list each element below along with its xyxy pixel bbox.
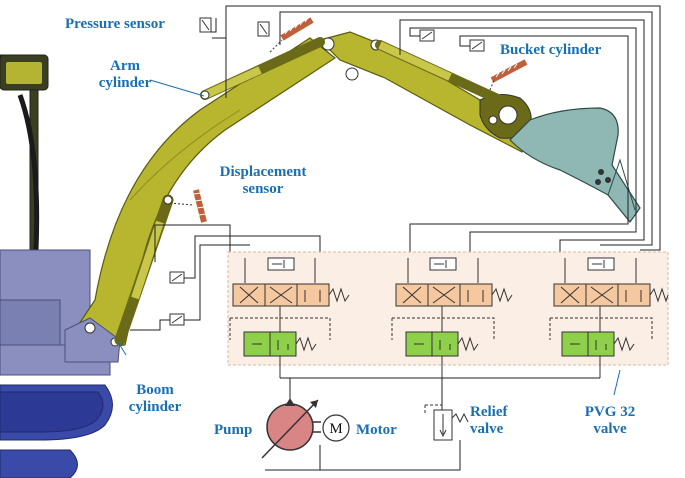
displacement-sensor-label-line1: Displacement [219, 164, 307, 180]
arm-cylinder-label-line2: cylinder [98, 75, 152, 91]
label-leaders [117, 79, 621, 396]
relief-valve-label-line1: Relief [470, 404, 508, 420]
pressure-sensor-label: Pressure sensor [65, 16, 165, 32]
pump-label: Pump [214, 422, 253, 438]
pvg-valve-label-line1: PVG 32 [584, 404, 636, 420]
relief-valve [424, 404, 469, 441]
pump [261, 398, 321, 459]
pressure-sensor-icons [169, 17, 485, 326]
hydraulic-lines [130, 5, 661, 331]
bucket-cylinder-label: Bucket cylinder [500, 42, 602, 58]
arm-cylinder-label-line1: Arm [110, 58, 140, 74]
displacement-sensor-label-line2: sensor [242, 181, 284, 197]
bucket [509, 107, 641, 223]
relief-valve-label-line2: valve [470, 421, 504, 437]
boom-cylinder-label: Boom cylinder [125, 382, 185, 416]
valve-section-3 [549, 257, 669, 378]
boom-cylinder-label-line2: cylinder [128, 399, 182, 415]
motor: M [322, 414, 350, 442]
boom-cylinder-label-line1: Boom [136, 382, 174, 398]
valve-section-1 [229, 257, 350, 378]
boom-cylinder [114, 194, 174, 346]
excavator-body [0, 54, 113, 478]
displacement-sensor-label: Displacement sensor [198, 164, 328, 198]
pvg-valve-label-line2: valve [593, 421, 627, 437]
relief-valve-label: Relief valve [470, 404, 507, 438]
displacement-sensor-boom [169, 189, 207, 223]
motor-label: Motor [356, 422, 397, 438]
arm [318, 31, 536, 153]
motor-symbol: M [329, 421, 342, 437]
supply-lines [265, 377, 600, 471]
arm-cylinder-label: Arm cylinder [95, 58, 155, 92]
displacement-sensor-arm [269, 17, 314, 53]
valve-section-2 [391, 257, 513, 378]
pvg-valve-label: PVG 32 valve [570, 404, 650, 438]
arm-cylinder [200, 37, 325, 100]
displacement-sensor-bucket [489, 59, 528, 91]
